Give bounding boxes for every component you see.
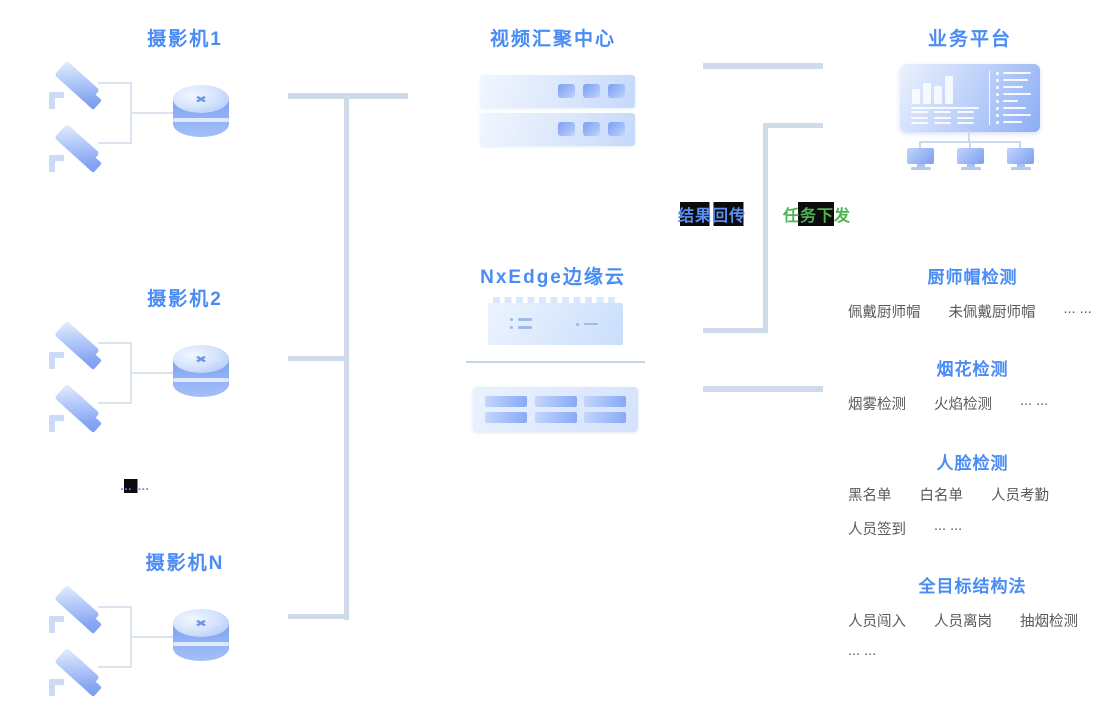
bus-line-vertical (344, 99, 349, 620)
detection-item: 未佩戴厨师帽 (948, 305, 1036, 321)
monitor-icon (957, 148, 984, 170)
bus-line-top (288, 93, 408, 99)
detection-item: 白名单 (919, 488, 964, 504)
detection-item: 人员签到 (848, 522, 906, 538)
camera-group-2: 摄影机2 ✖ (40, 284, 240, 464)
detection-item: 火焰检测 (934, 397, 992, 413)
detection-items: 人员闯入 人员离岗 抽烟检测 (848, 610, 1108, 631)
camera-group-title: 摄影机N (145, 553, 225, 574)
detection-item: 烟雾检测 (848, 397, 906, 413)
divider (466, 361, 645, 363)
router-icon: ✖ (173, 85, 229, 139)
camera-icon (49, 320, 104, 372)
detection-items: 佩戴厨师帽 未佩戴厨师帽 ... ... (848, 301, 1108, 322)
monitor-tree-line (968, 131, 970, 142)
camera-group-n: 摄影机N ✖ (40, 548, 240, 720)
camera-group-title: 摄影机2 (147, 289, 223, 310)
detection-item: 人员闯入 (848, 614, 906, 630)
edge-server-icon (473, 387, 638, 432)
camera-icon (49, 60, 104, 112)
monitor-icon (1007, 148, 1034, 170)
detection-item: 佩戴厨师帽 (848, 305, 921, 321)
bus-line-stub-bottom (288, 614, 349, 619)
flow-label-task-dispatch: 任务下发 (783, 202, 852, 226)
detection-item: 人员考勤 (991, 488, 1049, 504)
connector-line (98, 666, 132, 668)
edge-chip-icon (488, 297, 623, 345)
link-line-z-bottom (703, 328, 768, 333)
detection-items: ... ... (848, 643, 1108, 659)
detection-items: 烟雾检测 火焰检测 ... ... (848, 393, 1108, 414)
router-icon: ✖ (173, 609, 229, 663)
detection-title: 人脸检测 (936, 454, 1009, 473)
detection-title: 厨师帽检测 (927, 268, 1018, 287)
connector-line (98, 142, 132, 144)
link-line-top (703, 63, 823, 69)
monitor-tree-line (1019, 141, 1021, 150)
camera-icon (49, 383, 104, 435)
detection-item: ... ... (1020, 393, 1049, 409)
platform-title: 业务平台 (927, 29, 1012, 50)
connector-line (98, 342, 132, 344)
camera-icon (49, 123, 104, 175)
detection-items: 黑名单 白名单 人员考勤 (848, 484, 1108, 505)
detection-item: ... ... (848, 643, 877, 659)
connector-line (130, 372, 173, 374)
detection-title: 全目标结构法 (918, 577, 1027, 596)
detection-item: ... ... (1063, 301, 1092, 317)
camera-group-title: 摄影机1 (147, 29, 223, 50)
edge-cloud-title: NxEdge边缘云 (480, 267, 626, 288)
group-ellipsis: … … (120, 479, 151, 493)
connector-line (130, 112, 173, 114)
connector-line (130, 636, 173, 638)
monitor-icon (907, 148, 934, 170)
flow-label-result-return: 结果回传 (678, 202, 747, 226)
monitor-tree-line (969, 141, 971, 150)
detection-item: 黑名单 (848, 488, 892, 504)
connector-line (98, 402, 132, 404)
link-line-z-vertical (763, 123, 768, 333)
connector-line (98, 606, 132, 608)
detection-item: ... ... (934, 518, 963, 534)
router-icon: ✖ (173, 345, 229, 399)
server-icon (480, 75, 635, 108)
camera-group-1: 摄影机1 ✖ (40, 24, 240, 204)
video-center-title: 视频汇聚中心 (489, 29, 616, 50)
link-line-bottom (703, 386, 823, 392)
detection-item: 人员离岗 (934, 614, 992, 630)
link-line-z-top (765, 123, 823, 128)
dashboard-icon (900, 64, 1040, 132)
server-icon (480, 113, 635, 146)
connector-line (98, 82, 132, 84)
camera-icon (49, 584, 104, 636)
camera-icon (49, 647, 104, 699)
bus-line-stub-mid (288, 356, 346, 361)
detection-items: 人员签到 ... ... (848, 518, 1108, 539)
detection-item: 抽烟检测 (1020, 614, 1078, 630)
detection-title: 烟花检测 (936, 360, 1009, 379)
monitor-tree-line (919, 141, 921, 150)
